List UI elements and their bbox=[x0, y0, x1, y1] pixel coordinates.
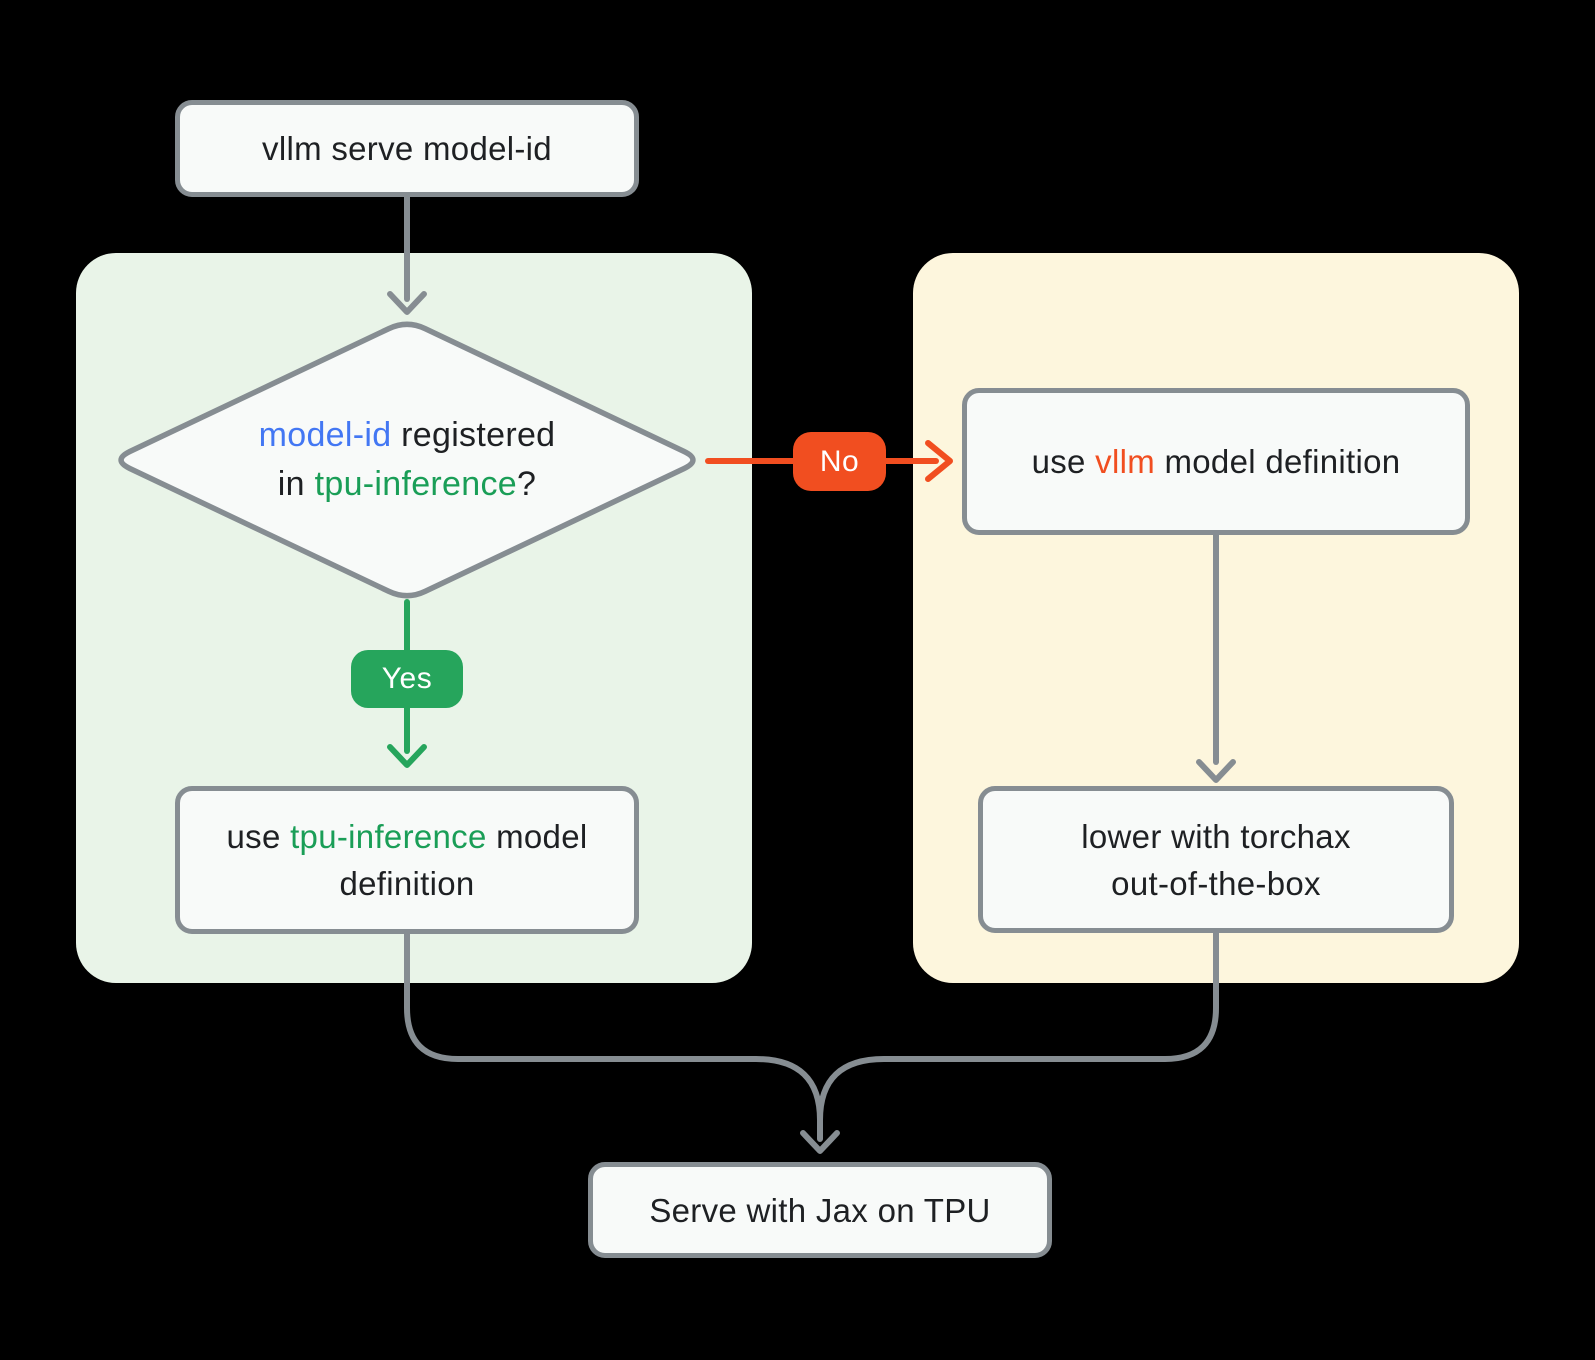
serve-label: Serve with Jax on TPU bbox=[649, 1191, 991, 1229]
decision-model-id-keyword: model-id bbox=[258, 416, 392, 454]
node-use-vllm: use vllm model definition bbox=[962, 388, 1470, 535]
decision-question-text: model-id registered in tpu-inference? bbox=[112, 320, 702, 600]
torchax-line-1: lower with torchax bbox=[1081, 817, 1351, 855]
node-start-command: vllm serve model-id bbox=[175, 100, 639, 197]
edge-label-no: No bbox=[793, 432, 886, 491]
decision-tpu-inference-keyword: tpu-inference bbox=[314, 465, 517, 503]
edge-label-yes: Yes bbox=[351, 650, 463, 708]
node-lower-torchax: lower with torchax out-of-the-box bbox=[978, 786, 1454, 933]
decision-line-1: model-id registered bbox=[258, 416, 556, 454]
node-decision: model-id registered in tpu-inference? bbox=[112, 320, 702, 600]
node-serve-jax-tpu: Serve with Jax on TPU bbox=[588, 1162, 1052, 1258]
use-tpu-line-2: definition bbox=[339, 865, 475, 902]
torchax-line-2: out-of-the-box bbox=[1111, 864, 1321, 902]
decision-diamond-shape bbox=[118, 321, 696, 599]
use-vllm-line: use vllm model definition bbox=[1031, 443, 1401, 480]
arrowhead-merge-to-serve bbox=[800, 1130, 840, 1154]
start-command-label: vllm serve model-id bbox=[262, 130, 552, 167]
use-tpu-line-1: use tpu-inference model bbox=[226, 818, 588, 855]
tpu-inference-keyword: tpu-inference bbox=[290, 818, 487, 855]
decision-line-2: in tpu-inference? bbox=[277, 465, 537, 503]
node-use-tpu-inference: use tpu-inference model definition bbox=[175, 786, 639, 934]
vllm-keyword: vllm bbox=[1095, 443, 1155, 480]
